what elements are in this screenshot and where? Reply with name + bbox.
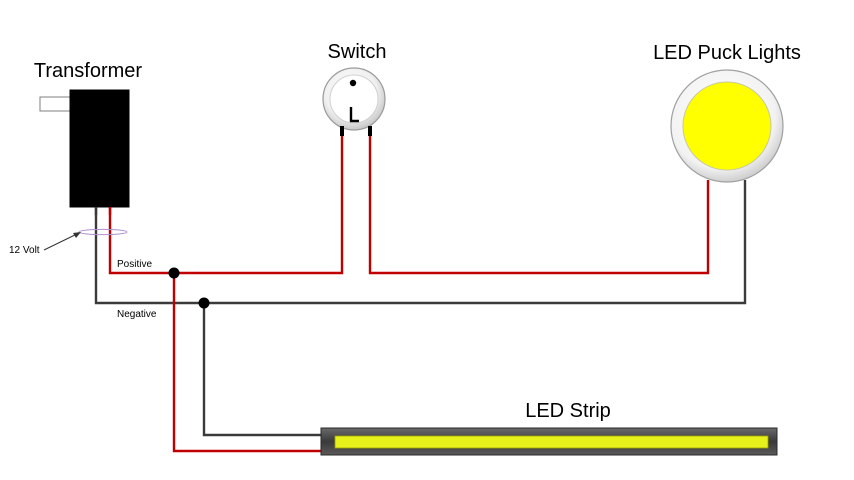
switch-toggle-mark [349,107,359,123]
positive-wires [108,134,710,453]
led-strip-light [334,435,769,449]
switch-terminal-right [368,126,372,136]
voltage-label: 12 Volt [9,245,40,256]
led-strip [320,427,778,456]
switch-terminal-left [340,126,344,136]
negative-main-wire [94,180,747,305]
puck-lens [682,81,772,171]
transformer-body [69,89,130,208]
negative-junction-dot [198,297,210,309]
switch-face [329,74,379,124]
switched-positive-wire [368,134,710,275]
switch [322,67,386,136]
positive-junction-dot [168,267,180,279]
negative-strip-wire [202,303,322,437]
voltage-callout-ellipse [78,228,128,236]
positive-main-wire [108,134,344,275]
positive-strip-wire [172,273,322,453]
positive-label: Positive [117,259,152,270]
switch-label: Switch [328,41,387,63]
negative-label: Negative [117,309,157,320]
transformer-plug-prong [39,96,73,112]
switch-dot [349,79,357,87]
led-puck-lights-label: LED Puck Lights [653,42,801,64]
led-puck-light [670,69,784,183]
transformer-label: Transformer [34,60,143,82]
led-strip-label: LED Strip [525,400,611,422]
transformer [39,89,130,215]
voltage-callout-arrow [43,232,80,251]
voltage-callout-arrowhead [73,232,81,238]
negative-wires [94,180,747,437]
